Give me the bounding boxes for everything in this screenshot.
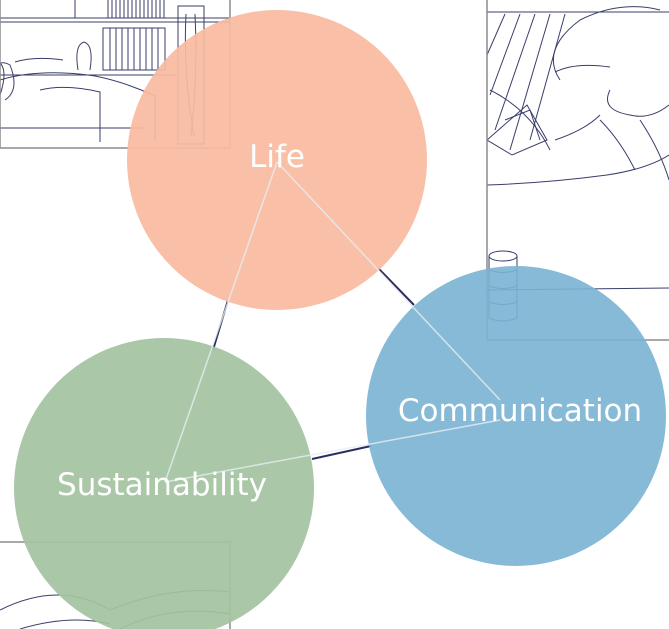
inner-triangle (164, 161, 501, 483)
sustainability-label: Sustainability (57, 467, 267, 503)
life-label: Life (249, 139, 305, 175)
edge-sustainability-communication (311, 445, 372, 460)
communication-label: Communication (398, 393, 642, 429)
illustration-living-room (0, 0, 230, 145)
communication-circle (366, 266, 666, 566)
life-circle (127, 10, 427, 310)
edge-life-communication (377, 267, 415, 306)
sustainability-circle (14, 338, 314, 629)
